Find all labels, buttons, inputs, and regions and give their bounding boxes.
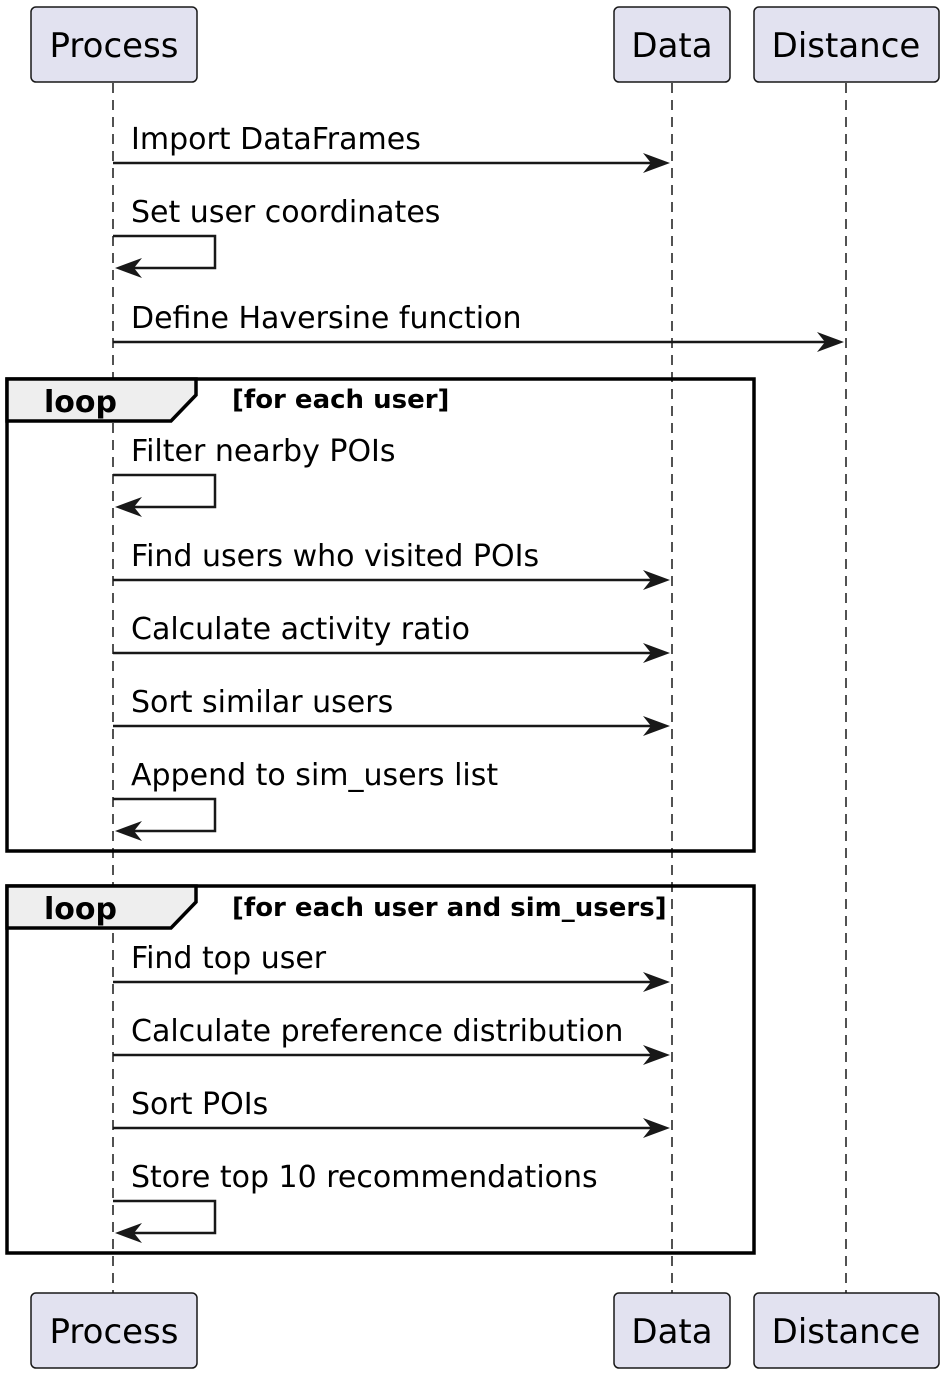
message-find-top-user: Find top user: [113, 941, 670, 992]
message-label: Set user coordinates: [131, 195, 440, 230]
message-define-haversine-function: Define Haversine function: [113, 301, 844, 352]
participant-data-label: Data: [631, 26, 712, 66]
message-filter-nearby-pois: Filter nearby POIs: [113, 434, 396, 517]
loop-keyword: loop: [44, 385, 117, 420]
message-label: Find top user: [131, 941, 327, 976]
message-label: Find users who visited POIs: [131, 539, 539, 574]
message-label: Sort similar users: [131, 685, 393, 720]
message-label: Calculate activity ratio: [131, 612, 470, 647]
message-calculate-activity-ratio: Calculate activity ratio: [113, 612, 670, 663]
participant-data-label: Data: [631, 1312, 712, 1352]
participant-distance-bottom: Distance: [753, 1292, 940, 1369]
loop-guard: [for each user]: [232, 385, 449, 415]
loop-keyword: loop: [44, 892, 117, 927]
participant-process-top: Process: [30, 6, 198, 83]
participant-data-top: Data: [613, 6, 731, 83]
message-store-top-10-recommendations: Store top 10 recommendations: [113, 1160, 598, 1243]
participant-data-bottom: Data: [613, 1292, 731, 1369]
participant-distance-label: Distance: [772, 26, 921, 66]
message-calculate-preference-distribution: Calculate preference distribution: [113, 1014, 670, 1065]
message-label: Define Haversine function: [131, 301, 521, 336]
message-append-to-sim-users-list: Append to sim_users list: [113, 758, 498, 841]
message-label: Import DataFrames: [131, 122, 421, 157]
message-sort-similar-users: Sort similar users: [113, 685, 670, 736]
participant-process-label: Process: [50, 26, 179, 66]
loop-frame-for-each-user-and-sim-users: loop [for each user and sim_users]: [5, 884, 756, 1255]
loop-frame-for-each-user: loop [for each user]: [5, 377, 756, 853]
message-label: Calculate preference distribution: [131, 1014, 623, 1049]
message-import-dataframes: Import DataFrames: [113, 122, 670, 173]
message-label: Append to sim_users list: [131, 758, 498, 793]
message-label: Store top 10 recommendations: [131, 1160, 598, 1195]
message-find-users-who-visited-pois: Find users who visited POIs: [113, 539, 670, 590]
participant-distance-top: Distance: [753, 6, 940, 83]
message-label: Filter nearby POIs: [131, 434, 396, 469]
participant-distance-label: Distance: [772, 1312, 921, 1352]
loop-guard: [for each user and sim_users]: [232, 893, 667, 923]
message-set-user-coordinates: Set user coordinates: [113, 195, 440, 278]
participant-process-label: Process: [50, 1312, 179, 1352]
message-label: Sort POIs: [131, 1087, 268, 1122]
message-sort-pois: Sort POIs: [113, 1087, 670, 1138]
participant-process-bottom: Process: [30, 1292, 198, 1369]
